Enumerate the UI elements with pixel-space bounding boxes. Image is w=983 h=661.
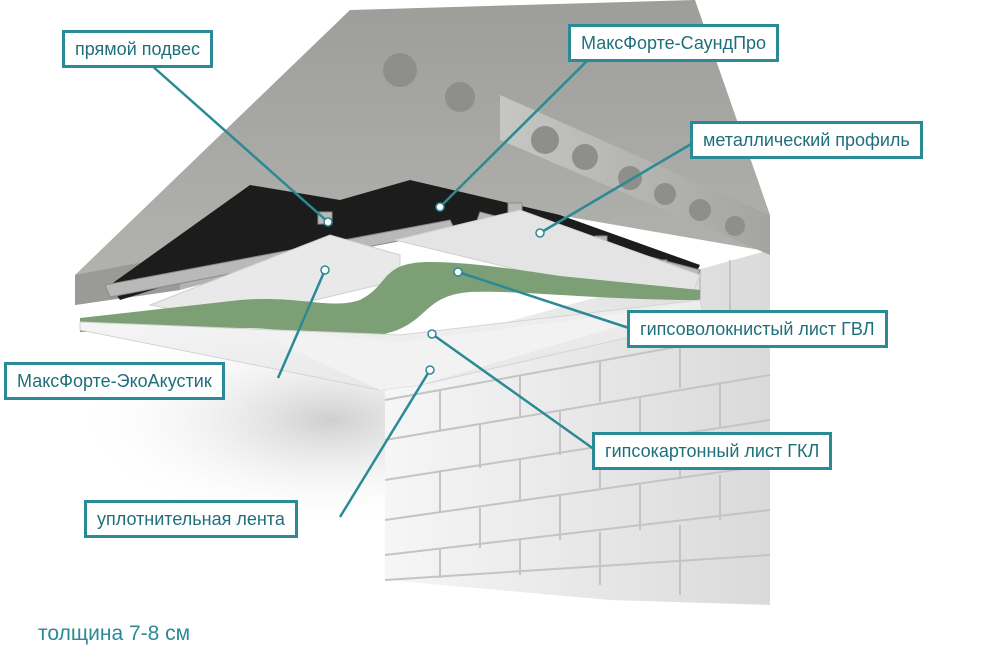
callout-gkl: гипсокартонный лист ГКЛ [592,432,833,470]
callout-sealing-tape: уплотнительная лента [84,500,298,538]
callout-ecoacoustic: МаксФорте-ЭкоАкустик [4,362,225,400]
gvl-board [80,262,700,338]
gkl-board-underside [250,305,690,390]
callout-direct-hanger: прямой подвес [62,30,213,68]
leader-dots [320,202,545,375]
soundproof-membrane [110,180,700,300]
leader-lines [149,51,699,518]
thickness-caption: толщина 7-8 см [38,622,191,645]
brick-wall [384,250,771,605]
callout-metal-profile: металлический профиль [690,121,923,159]
callout-soundpro: МаксФорте-СаундПро [568,24,780,62]
callout-gvl: гипсоволокнистый лист ГВЛ [627,310,888,348]
